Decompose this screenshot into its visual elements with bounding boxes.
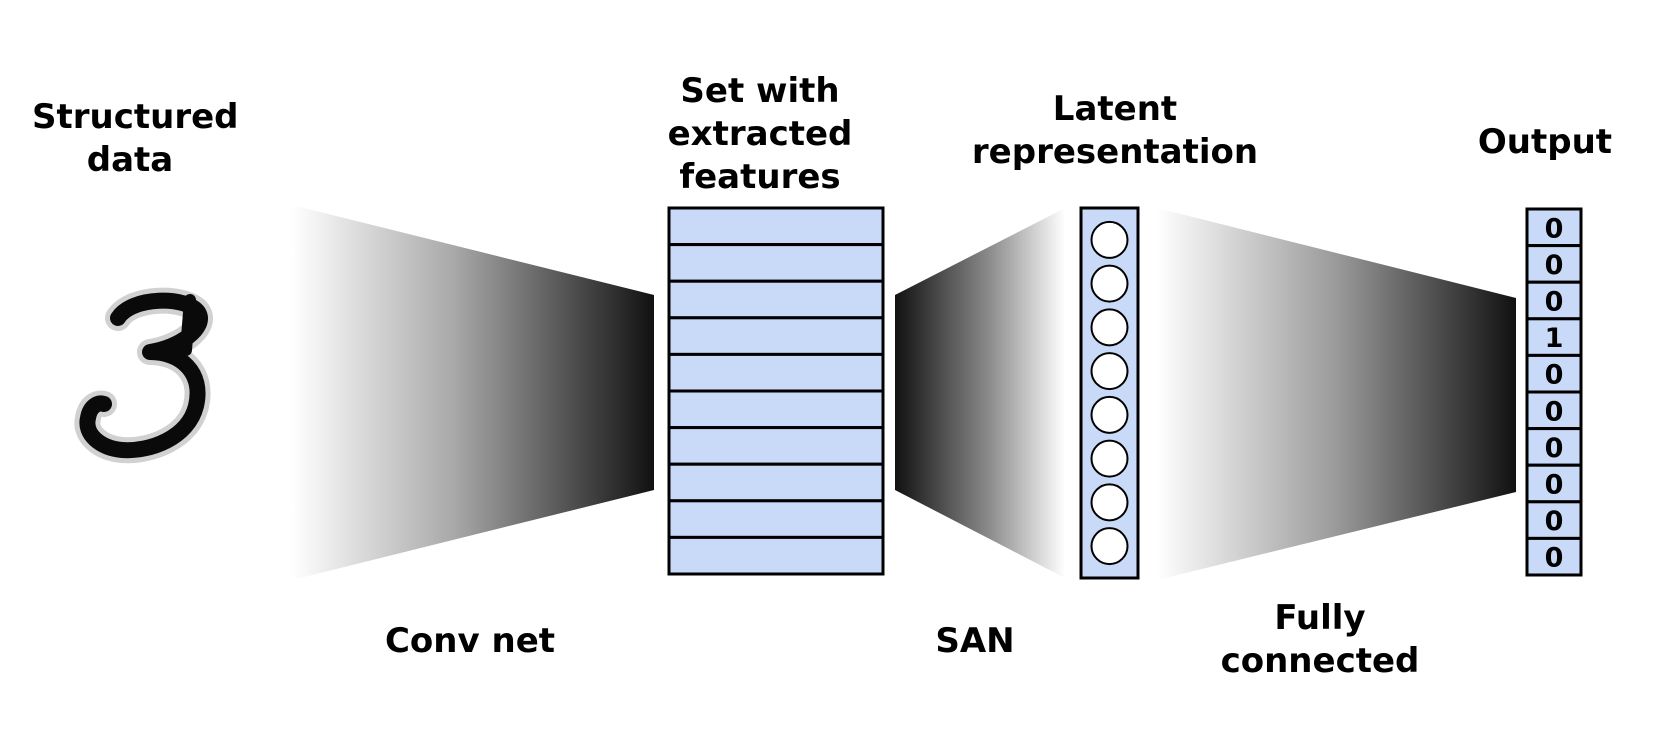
output-cell [1525, 500, 1583, 540]
output-cell [1525, 390, 1583, 431]
output-label: Output [1477, 122, 1613, 162]
handwritten-digit-image [74, 287, 213, 464]
feature-set-row [667, 499, 885, 539]
latent-node [1090, 308, 1129, 347]
output-cell-value: 0 [1545, 250, 1564, 281]
feature-set-row [667, 462, 885, 503]
output-cell-value: 0 [1545, 213, 1564, 244]
feature-set-row [667, 243, 885, 283]
feature-set-row [667, 535, 885, 576]
output-cell [1525, 463, 1583, 504]
output-cell [1525, 280, 1583, 321]
output-cell-value: 0 [1545, 433, 1564, 464]
output-cell-value: 0 [1545, 470, 1564, 501]
output-cell-value: 1 [1545, 323, 1564, 354]
output-cell-value: 0 [1545, 543, 1564, 574]
feature-set-row [667, 426, 885, 466]
feature-set-row [667, 316, 885, 356]
latent-node [1090, 352, 1129, 391]
latent-vector-frame [1079, 206, 1140, 580]
output-cell [1525, 536, 1583, 577]
output-vector: 0 0 0 1 0 0 0 0 0 0 [1525, 207, 1583, 577]
latent-node [1090, 527, 1129, 566]
feature-set-row [667, 352, 885, 393]
output-cell-value: 0 [1545, 506, 1564, 537]
output-cell [1525, 317, 1583, 357]
conv-net-funnel [292, 205, 654, 580]
feature-set [667, 206, 885, 576]
latent-node [1090, 264, 1129, 303]
latent-vector [1079, 206, 1140, 580]
latent-node [1090, 439, 1129, 478]
latent-node [1090, 483, 1129, 522]
output-cell-value: 0 [1545, 360, 1564, 391]
feature-set-row [667, 279, 885, 320]
fully-connected-funnel [1157, 208, 1516, 580]
latent-node [1090, 395, 1129, 434]
latent-node [1090, 220, 1129, 259]
output-cell-value: 0 [1545, 287, 1564, 318]
output-cell-value: 0 [1545, 396, 1564, 427]
output-cell [1525, 207, 1583, 248]
conv-net-label: Conv net [384, 621, 556, 661]
feature-set-row [667, 206, 885, 247]
san-label: SAN [935, 621, 1015, 661]
san-funnel [895, 208, 1065, 578]
feature-set-row [667, 389, 885, 430]
